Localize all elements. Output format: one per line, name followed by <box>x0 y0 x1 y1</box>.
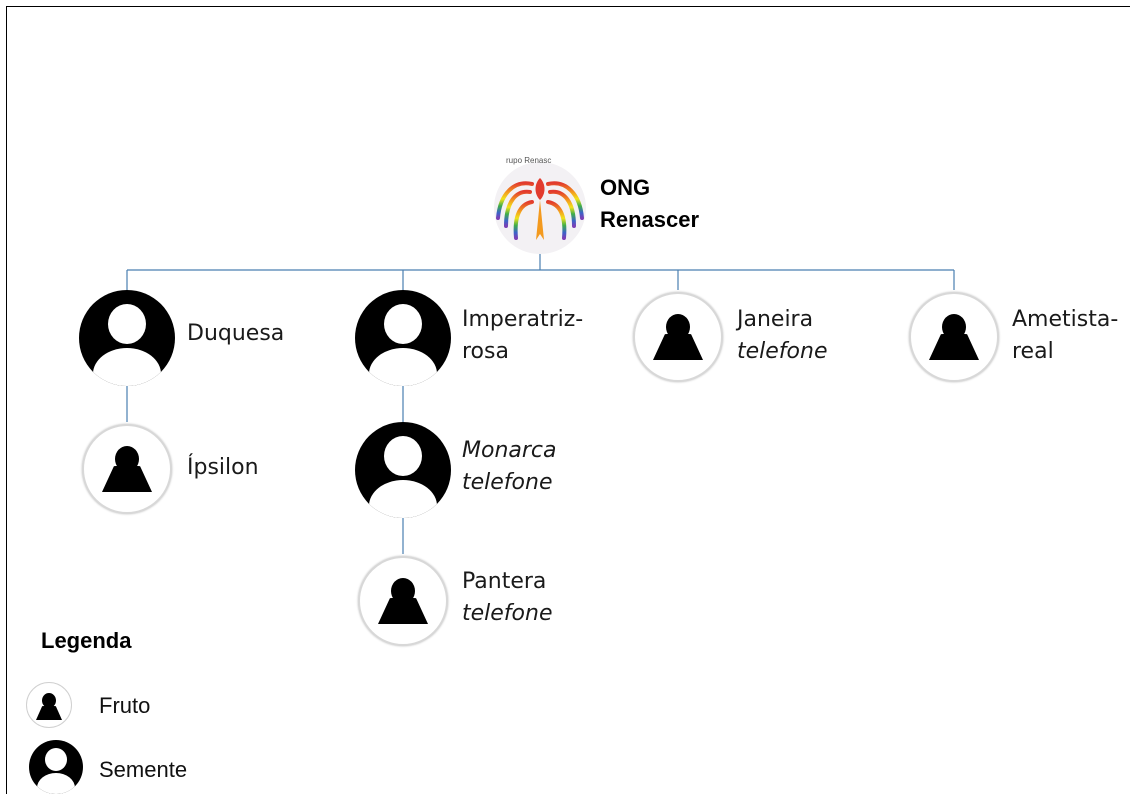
legend-fruit-icon <box>26 682 72 728</box>
phoenix-logo-icon <box>494 162 586 254</box>
member-duquesa: Duquesa <box>187 321 285 346</box>
member-ipsilon: Ípsilon <box>187 455 259 480</box>
monarca-seed-icon <box>355 422 451 518</box>
ong-title: ONG Renascer <box>600 175 700 232</box>
ong-logo: rupo Renasc <box>488 154 592 258</box>
ametista-fruit-icon <box>909 292 999 382</box>
janeira-fruit-icon <box>633 292 723 382</box>
member-pantera: Pantera telefone <box>462 569 553 626</box>
legend-fruit-label: Fruto <box>99 693 151 718</box>
pantera-fruit-icon <box>358 556 448 646</box>
legend-title: Legenda <box>41 628 132 653</box>
member-monarca: Monarca telefone <box>462 438 557 495</box>
member-imperatriz-rosa: Imperatriz- rosa <box>462 307 584 364</box>
member-ametista-real: Ametista- real <box>1012 307 1119 364</box>
legend-seed-icon <box>29 740 83 794</box>
duquesa-seed-icon <box>79 290 175 386</box>
legend-seed-label: Semente <box>99 757 188 782</box>
imperatriz-seed-icon <box>355 290 451 386</box>
page-frame <box>6 6 1130 794</box>
member-janeira: Janeira telefone <box>737 307 828 364</box>
ipsilon-fruit-icon <box>82 424 172 514</box>
logo-caption: rupo Renasc <box>506 156 552 165</box>
